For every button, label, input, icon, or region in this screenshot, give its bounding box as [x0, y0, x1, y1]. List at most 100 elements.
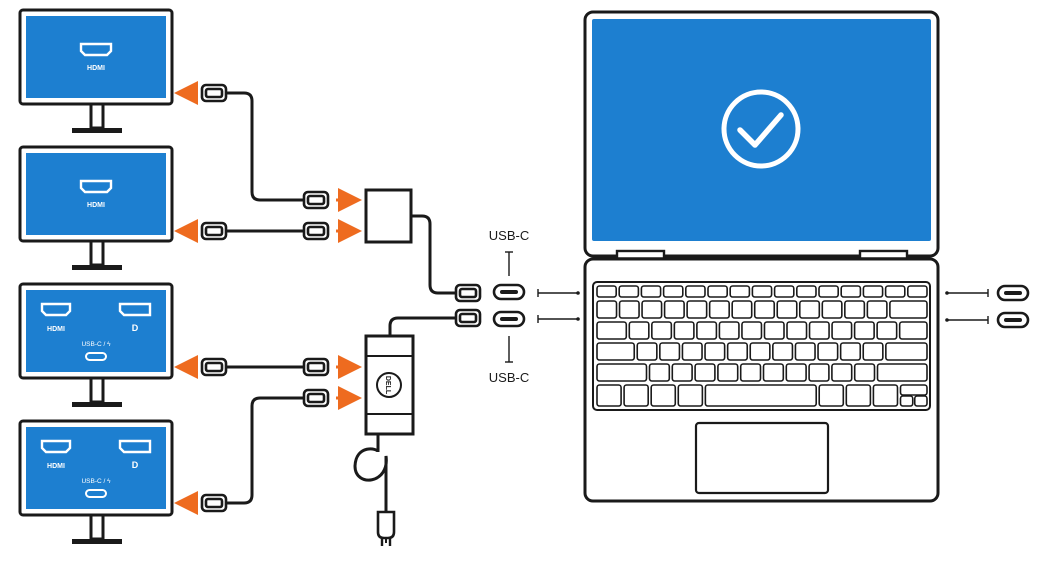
keyboard-key [659, 342, 681, 361]
checkmark-circle-icon [721, 89, 801, 169]
keyboard-key [641, 300, 663, 319]
keyboard-key [899, 384, 928, 396]
keyboard-key [862, 342, 884, 361]
hdmi-port-icon [79, 42, 113, 57]
keyboard-key [853, 321, 875, 340]
usbc-thunderbolt-label: USB-C / ϟ [81, 478, 111, 485]
keyboard-key [596, 363, 648, 382]
keyboard-key [731, 300, 753, 319]
usb-c-port-icon [996, 284, 1030, 302]
keyboard-key [623, 384, 649, 407]
keyboard-key [872, 384, 899, 407]
hdmi-port-icon [40, 302, 72, 317]
keyboard-key [776, 300, 798, 319]
keyboard-key [866, 300, 888, 319]
keyboard-key [773, 285, 795, 298]
keyboard-key [889, 300, 928, 319]
keyboard-key [831, 321, 853, 340]
keyboard-key [818, 384, 845, 407]
keyboard-key [596, 300, 618, 319]
keyboard-key [840, 285, 862, 298]
keyboard-key [648, 363, 671, 382]
keyboard-key [596, 384, 622, 407]
usb-c-port-callouts: USB-C USB-C [489, 228, 580, 385]
keyboard-key [686, 300, 708, 319]
usbc-thunderbolt-label: USB-C / ϟ [81, 341, 111, 348]
cables [226, 91, 456, 512]
displayport-icon [118, 439, 152, 454]
keyboard-key [751, 285, 773, 298]
keyboard-key [749, 342, 771, 361]
usb-c-port-icon [996, 311, 1030, 329]
usb-c-label-top: USB-C [489, 228, 529, 243]
hdmi-port-icon [79, 179, 113, 194]
keyboard-key [596, 285, 618, 298]
keyboard-key [772, 342, 794, 361]
keyboard-key [839, 342, 862, 361]
dell-logo: DELL [384, 376, 391, 395]
keyboard-key [899, 395, 914, 407]
keyboard-key [636, 342, 658, 361]
usb-c-port-icon [492, 310, 526, 328]
keyboard-key [862, 285, 884, 298]
keyboard-key [696, 321, 718, 340]
keyboard [596, 285, 928, 407]
keyboard-key [596, 321, 628, 340]
laptop-screen [592, 19, 931, 241]
keyboard-key [618, 285, 640, 298]
usb-c-port-icon [492, 283, 526, 301]
monitor-2: HDMI [18, 145, 174, 270]
hdmi-label: HDMI [47, 326, 65, 333]
connector-plugs [200, 83, 482, 513]
touchpad [694, 421, 830, 495]
keyboard-key [786, 321, 808, 340]
usb-c-label-bottom: USB-C [489, 370, 529, 385]
keyboard-key [853, 363, 876, 382]
keyboard-key [898, 321, 928, 340]
keyboard-key [821, 300, 843, 319]
keyboard-key [628, 321, 650, 340]
keyboard-key [663, 300, 685, 319]
dp-label: D [132, 323, 139, 333]
monitor-1: HDMI [18, 8, 174, 133]
keyboard-key [651, 321, 673, 340]
keyboard-key [817, 342, 839, 361]
keyboard-key [808, 321, 830, 340]
keyboard-key [718, 321, 740, 340]
keyboard-key [913, 395, 928, 407]
hdmi-label: HDMI [47, 463, 65, 470]
usb-c-port-icon [85, 352, 107, 361]
keyboard-key [671, 363, 693, 382]
power-plug-icon [376, 510, 396, 546]
keyboard-key [707, 285, 729, 298]
keyboard-key [662, 285, 684, 298]
keyboard-key [884, 285, 906, 298]
keyboard-key [708, 300, 730, 319]
keyboard-key [741, 321, 763, 340]
hdmi-port-icon [40, 439, 72, 454]
laptop [583, 10, 940, 503]
keyboard-key [694, 363, 716, 382]
keyboard-key [876, 363, 928, 382]
keyboard-key [795, 285, 817, 298]
displayport-icon [118, 302, 152, 317]
keyboard-key [785, 363, 807, 382]
keyboard-key [717, 363, 739, 382]
keyboard-key [753, 300, 776, 319]
keyboard-key [794, 342, 816, 361]
keyboard-key [650, 384, 677, 407]
keyboard-key [729, 285, 751, 298]
monitor-4: HDMI D USB-C / ϟ [18, 419, 174, 544]
keyboard-key [640, 285, 662, 298]
dell-dock: DELL [364, 334, 415, 436]
keyboard-key [681, 342, 703, 361]
keyboard-key [831, 363, 853, 382]
hdmi-label: HDMI [87, 65, 105, 72]
keyboard-key [739, 363, 762, 382]
keyboard-key [808, 363, 830, 382]
keyboard-key [684, 285, 706, 298]
keyboard-key [844, 300, 866, 319]
signal-arrows [174, 81, 362, 515]
